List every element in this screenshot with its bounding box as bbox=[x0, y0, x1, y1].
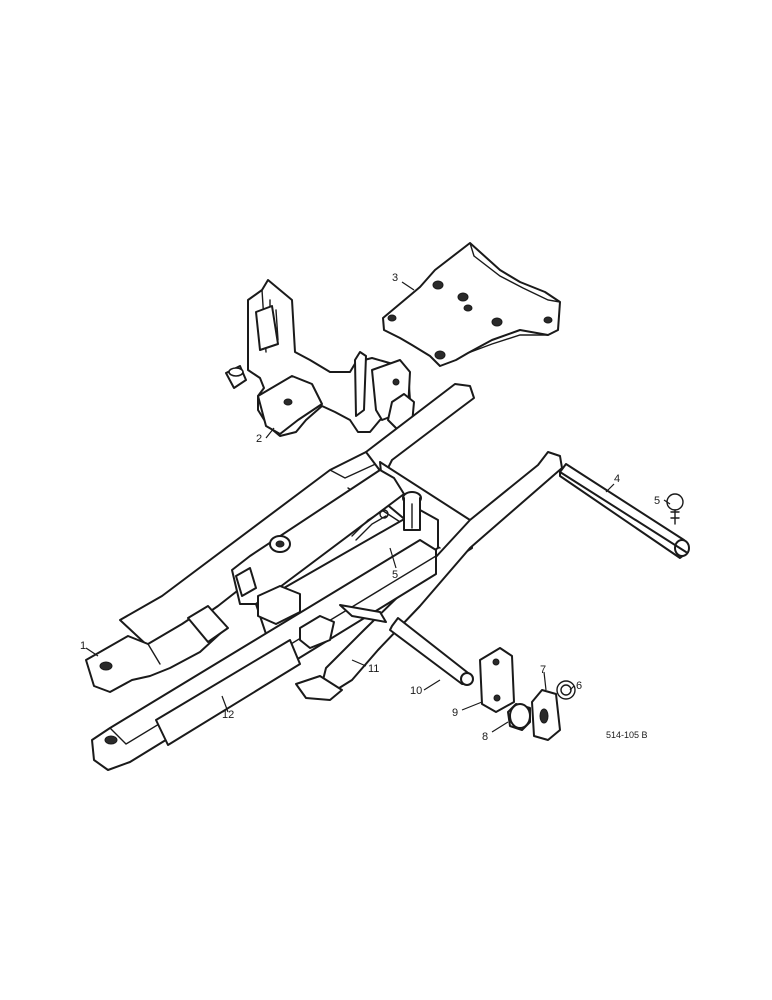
main-frame bbox=[85, 383, 563, 771]
callout-11: 11 bbox=[368, 663, 379, 675]
callout-6: 6 bbox=[576, 680, 582, 692]
callout-5-ring-pin: 5 bbox=[654, 495, 660, 507]
upper-bracket bbox=[225, 279, 415, 437]
mounting-plate bbox=[382, 242, 561, 367]
plate-part-9 bbox=[479, 647, 515, 713]
callout-7: 7 bbox=[540, 664, 546, 676]
bushing-part-8 bbox=[507, 703, 531, 731]
callout-1: 1 bbox=[80, 640, 86, 652]
callout-labels: 1 2 3 4 5 5 6 7 8 9 10 11 12 bbox=[80, 272, 660, 743]
pin-part-10 bbox=[389, 617, 474, 686]
callout-3: 3 bbox=[392, 272, 398, 284]
callout-5-cotter-pin: 5 bbox=[392, 569, 398, 581]
callout-10: 10 bbox=[410, 685, 422, 697]
shaft-part-4 bbox=[559, 463, 690, 559]
reference-code: 514-105 B bbox=[606, 730, 648, 740]
callout-8: 8 bbox=[482, 731, 488, 743]
ring-clip-part-6 bbox=[556, 680, 576, 700]
leader-lines bbox=[85, 281, 671, 733]
callout-2: 2 bbox=[256, 433, 262, 445]
callout-9: 9 bbox=[452, 707, 458, 719]
spacer-part-7 bbox=[531, 689, 561, 741]
callout-12: 12 bbox=[222, 709, 234, 721]
callout-4: 4 bbox=[614, 473, 620, 485]
